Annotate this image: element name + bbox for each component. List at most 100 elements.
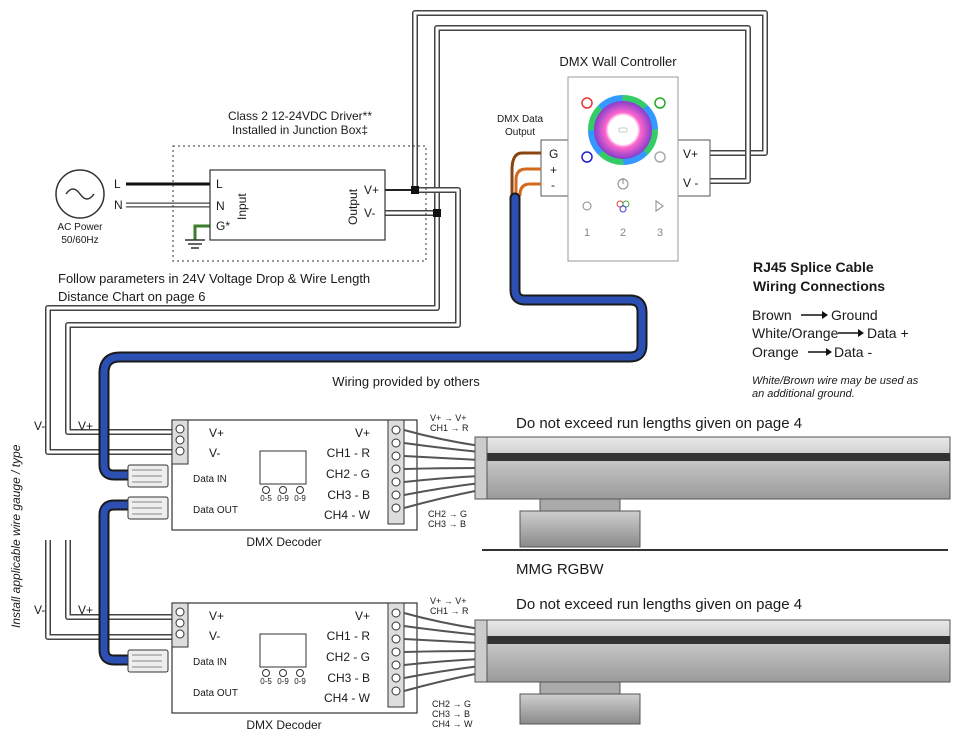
ac-l-label: L: [114, 177, 121, 191]
driver-pin-g: G*: [216, 219, 230, 233]
dial-3: 0-9: [294, 677, 306, 686]
controller-pin-vminus: V -: [683, 176, 698, 190]
run-note: Do not exceed run lengths given on page …: [516, 596, 802, 613]
controller-pin-plus: +: [550, 163, 557, 177]
dial-1: 0-5: [260, 494, 272, 503]
map-top-2: CH1 → R: [430, 423, 469, 433]
wiring-note: Wiring provided by others: [332, 374, 480, 389]
dial-3: 0-9: [294, 494, 306, 503]
fixture-body: [474, 619, 951, 683]
left-vplus-2: V+: [78, 603, 93, 617]
ac-n-label: N: [114, 198, 123, 212]
dial-2: 0-9: [277, 494, 289, 503]
controller-power-terminal: [677, 139, 711, 197]
decoder-data-out: Data OUT: [193, 505, 238, 516]
wall-controller: DMX Wall Controller 1 2 3 G + - V+ V - D…: [497, 54, 711, 262]
fixture-base: [519, 510, 641, 548]
rj45-row1-from: Brown: [752, 307, 792, 323]
driver-pin-n: N: [216, 199, 225, 213]
map-bot-1: CH2 → G: [432, 699, 471, 709]
controller-pin-g: G: [549, 147, 558, 161]
white-button-icon: [654, 151, 666, 163]
decoder-data-out: Data OUT: [193, 688, 238, 699]
ac-power: AC Power 50/60Hz L N: [55, 169, 210, 249]
map-bot-1: CH2 → G: [428, 509, 467, 519]
dmx-decoder-2: V+ V- Data IN Data OUT 0-5 0-9 0-9 V+ CH…: [127, 596, 951, 732]
controller-pin-vplus: V+: [683, 147, 698, 161]
out-ch4: CH4 - W: [324, 508, 371, 522]
driver-output-label: Output: [346, 188, 360, 225]
driver: Class 2 12-24VDC Driver** Installed in J…: [172, 109, 427, 262]
decoder-vplus: V+: [209, 426, 224, 440]
rj45-info: RJ45 Splice Cable Wiring Connections Bro…: [752, 259, 919, 400]
voltage-note-1: Follow parameters in 24V Voltage Drop & …: [58, 271, 370, 286]
ac-power-label1: AC Power: [57, 222, 103, 233]
left-vminus-2: V-: [34, 603, 45, 617]
ac-power-label2: 50/60Hz: [61, 235, 98, 246]
fixture-body: [474, 436, 951, 500]
decoder-data-in: Data IN: [193, 474, 227, 485]
out-ch2: CH2 - G: [326, 467, 370, 481]
dial-1: 0-5: [260, 677, 272, 686]
rj45-note-1: White/Brown wire may be used as: [752, 375, 919, 387]
rj45-row2-from: White/Orange: [752, 325, 839, 341]
map-bot-3: CH4 → W: [432, 719, 473, 729]
side-label: Install applicable wire gauge / type: [9, 444, 23, 628]
brightness-icon: [582, 201, 592, 211]
driver-title-1: Class 2 12-24VDC Driver**: [228, 109, 372, 123]
map-bot-2: CH3 → B: [428, 519, 466, 529]
junction-box: [172, 145, 427, 262]
dmx-decoder-1: V+ V- Data IN Data OUT 0-5 0-9 0-9 V+ CH…: [127, 413, 951, 551]
driver-input-label: Input: [235, 193, 249, 220]
fixture-label: MMG RGBW: [516, 561, 604, 578]
zone-3: 3: [657, 227, 663, 239]
driver-pin-vminus: V-: [364, 206, 375, 220]
decoder-vminus: V-: [209, 446, 220, 460]
zone-2: 2: [620, 227, 626, 239]
out-ch4: CH4 - W: [324, 691, 371, 705]
map-bot-2: CH3 → B: [432, 709, 470, 719]
green-button-icon: [654, 97, 666, 109]
out-ch1: CH1 - R: [327, 446, 371, 460]
zone-1: 1: [584, 227, 590, 239]
decoder-vplus: V+: [209, 609, 224, 623]
decoder-label: DMX Decoder: [246, 718, 321, 732]
fixture-base: [519, 693, 641, 725]
map-top-1: V+ → V+: [430, 413, 467, 423]
controller-pin-minus: -: [551, 178, 555, 192]
rj45-row1-to: Ground: [831, 307, 878, 323]
dial-2: 0-9: [277, 677, 289, 686]
wall-controller-title: DMX Wall Controller: [559, 54, 677, 69]
rj45-title-1: RJ45 Splice Cable: [753, 259, 874, 275]
power-wires: [45, 10, 768, 640]
decoder-vminus: V-: [209, 629, 220, 643]
out-vplus: V+: [355, 609, 370, 623]
rj45-row3-from: Orange: [752, 344, 799, 360]
rj45-title-2: Wiring Connections: [753, 278, 885, 294]
map-top-2: CH1 → R: [430, 606, 469, 616]
decoder-label: DMX Decoder: [246, 535, 321, 549]
driver-pin-vplus: V+: [364, 183, 379, 197]
out-ch3: CH3 - B: [327, 488, 370, 502]
map-top-1: V+ → V+: [430, 596, 467, 606]
data-output-label1: DMX Data: [497, 114, 544, 125]
out-vplus: V+: [355, 426, 370, 440]
left-vminus-1: V-: [34, 419, 45, 433]
out-ch1: CH1 - R: [327, 629, 371, 643]
rj45-note-2: an additional ground.: [752, 388, 855, 400]
play-icon: [655, 200, 664, 212]
driver-title-2: Installed in Junction Box‡: [232, 123, 368, 137]
controller-data-terminal: [540, 139, 572, 197]
decoder-data-in: Data IN: [193, 657, 227, 668]
driver-box: [209, 169, 386, 241]
driver-pin-l: L: [216, 177, 223, 191]
out-ch2: CH2 - G: [326, 650, 370, 664]
voltage-note-2: Distance Chart on page 6: [58, 289, 205, 304]
rj45-row2-to: Data +: [867, 325, 909, 341]
out-ch3: CH3 - B: [327, 671, 370, 685]
run-note: Do not exceed run lengths given on page …: [516, 415, 802, 432]
blue-button-icon: [581, 151, 593, 163]
red-button-icon: [581, 97, 593, 109]
rj45-row3-to: Data -: [834, 344, 872, 360]
